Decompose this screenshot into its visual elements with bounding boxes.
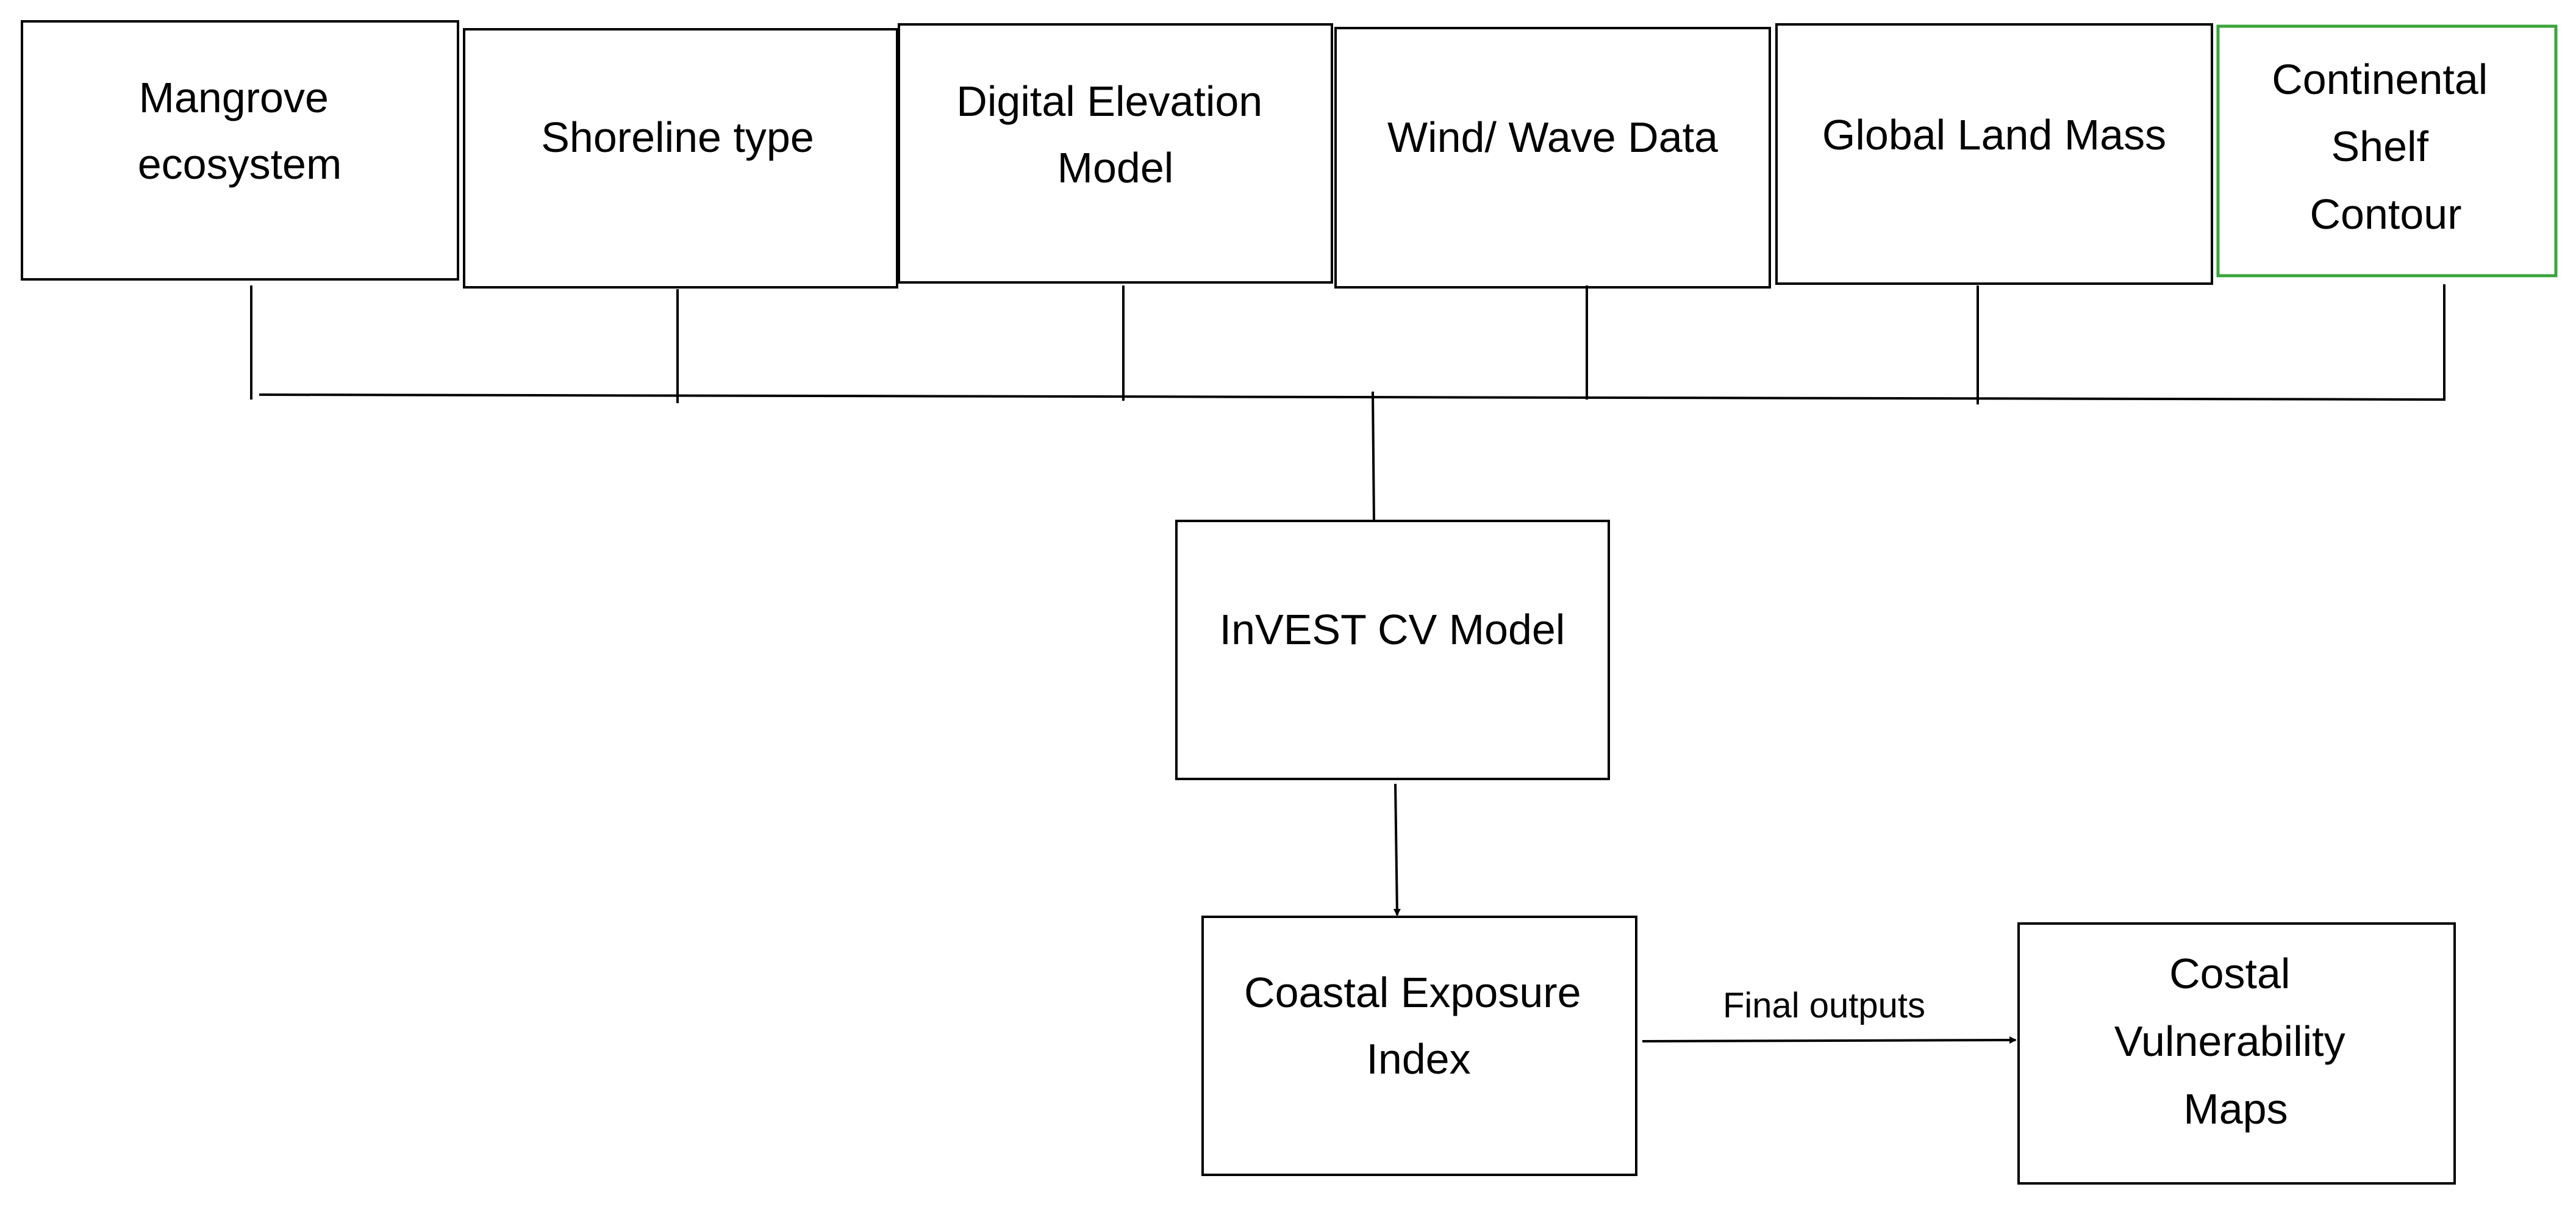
vulnerability-maps-box: Costal Vulnerability Maps (2017, 922, 2456, 1185)
input-label-digital-elevation-model: Digital Elevation Model (956, 77, 1274, 192)
input-label-shoreline-type: Shoreline type (541, 113, 814, 161)
bus-line (259, 393, 2445, 401)
input-box-global-land-mass: Global Land Mass (1775, 23, 2213, 285)
input-label-wind-wave-data: Wind/ Wave Data (1387, 113, 1718, 161)
input-box-mangrove: Mangrove ecosystem (21, 20, 459, 281)
edge-label-final-outputs: Final outputs (1723, 986, 1925, 1025)
arrow-exposure-to-output (1642, 1036, 2017, 1044)
model-label: InVEST CV Model (1220, 606, 1565, 653)
input-label-mangrove: Mangrove ecosystem (138, 74, 342, 188)
input-box-continental-shelf-contour: Continental Shelf Contour (2216, 24, 2558, 278)
exposure-index-label: Coastal Exposure Index (1244, 969, 1593, 1083)
model-box: InVEST CV Model (1175, 520, 1610, 780)
input-box-digital-elevation-model: Digital Elevation Model (898, 23, 1333, 284)
arrow-model-to-exposure (1393, 783, 1401, 916)
input-box-shoreline-type: Shoreline type (463, 28, 898, 289)
input-connectors (250, 284, 2445, 523)
input-label-continental-shelf-contour: Continental Shelf Contour (2272, 56, 2500, 238)
connector-bus-to-model (1372, 391, 1375, 523)
vulnerability-maps-label: Costal Vulnerability Maps (2114, 950, 2357, 1133)
exposure-index-box: Coastal Exposure Index (1201, 916, 1637, 1176)
input-box-wind-wave-data: Wind/ Wave Data (1334, 27, 1771, 289)
input-label-global-land-mass: Global Land Mass (1822, 111, 2166, 159)
